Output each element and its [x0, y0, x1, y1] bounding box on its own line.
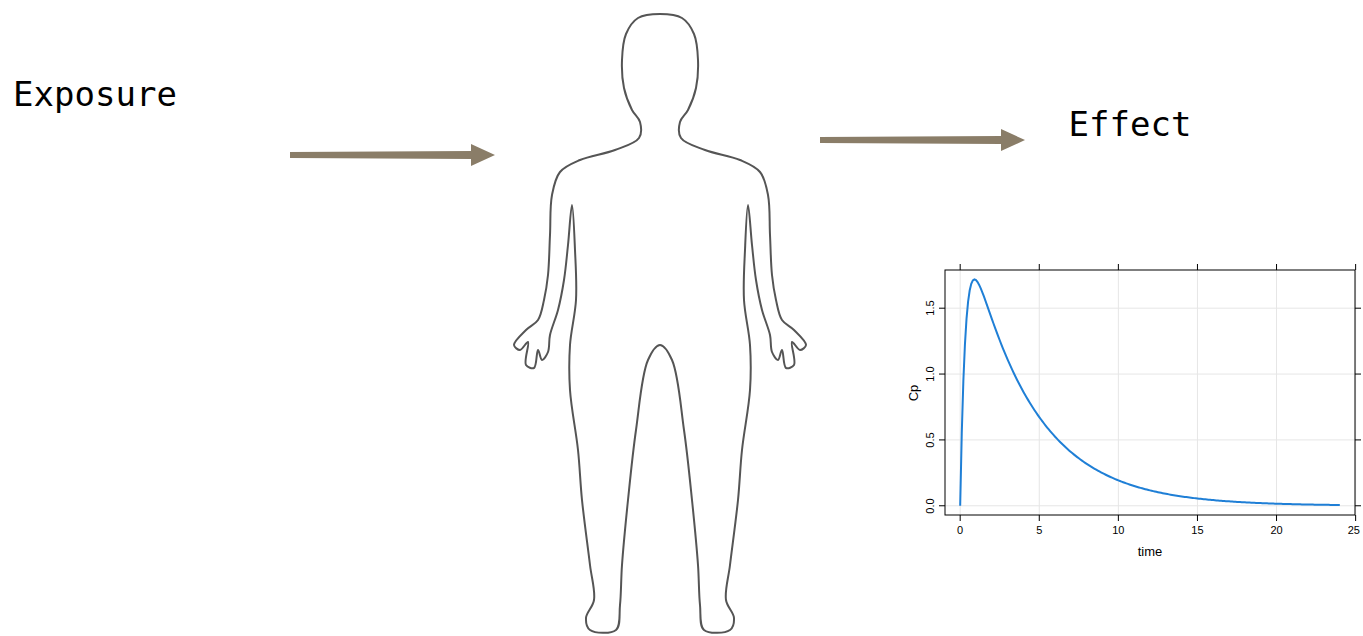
tick-mark	[939, 308, 945, 309]
tick-label: 0.5	[924, 432, 936, 447]
tick-label: 25	[1348, 524, 1360, 536]
tick-label: 1.5	[924, 301, 936, 316]
tick-mark	[960, 515, 961, 521]
plot-frame	[945, 270, 1355, 515]
arrow	[290, 144, 495, 166]
tick-label: 10	[1112, 524, 1124, 536]
tick-mark	[1355, 308, 1361, 309]
axis-title: time	[1138, 545, 1163, 559]
plot-panel	[945, 270, 1355, 515]
tick-mark	[1355, 505, 1361, 506]
concentration-chart	[939, 264, 1361, 521]
tick-label: 0	[957, 524, 963, 536]
tick-mark	[1276, 515, 1277, 521]
tick-label: 1.0	[924, 366, 936, 381]
tick-mark	[939, 505, 945, 506]
grid-line	[945, 374, 1355, 375]
tick-mark	[1118, 515, 1119, 521]
grid-line	[945, 505, 1355, 506]
tick-mark	[1355, 515, 1356, 521]
tick-label: 5	[1036, 524, 1042, 536]
axis-title: Cp	[907, 384, 921, 401]
stage-label: Exposure	[13, 76, 177, 113]
tick-mark	[1118, 264, 1119, 270]
tick-mark	[1197, 264, 1198, 270]
tick-mark	[1039, 264, 1040, 270]
human-outline	[514, 14, 806, 633]
tick-mark	[960, 264, 961, 270]
stage-label: Effect	[1069, 106, 1192, 143]
tick-mark	[1197, 515, 1198, 521]
tick-mark	[1355, 374, 1361, 375]
tick-mark	[1276, 264, 1277, 270]
tick-label: 0.0	[924, 498, 936, 513]
tick-label: 20	[1270, 524, 1282, 536]
arrow-shape	[820, 129, 1025, 151]
tick-mark	[1355, 264, 1356, 270]
tick-mark	[1039, 515, 1040, 521]
arrow-shape	[290, 144, 495, 166]
arrow	[820, 129, 1025, 151]
tick-mark	[939, 374, 945, 375]
grid-line	[1276, 270, 1277, 515]
concentration-curve	[960, 279, 1340, 505]
tick-mark	[1355, 439, 1361, 440]
grid-line	[1039, 270, 1040, 515]
tick-mark	[939, 439, 945, 440]
grid-line	[945, 439, 1355, 440]
grid-line	[1118, 270, 1119, 515]
grid-line	[1197, 270, 1198, 515]
grid-line	[945, 308, 1355, 309]
tick-label: 15	[1191, 524, 1203, 536]
